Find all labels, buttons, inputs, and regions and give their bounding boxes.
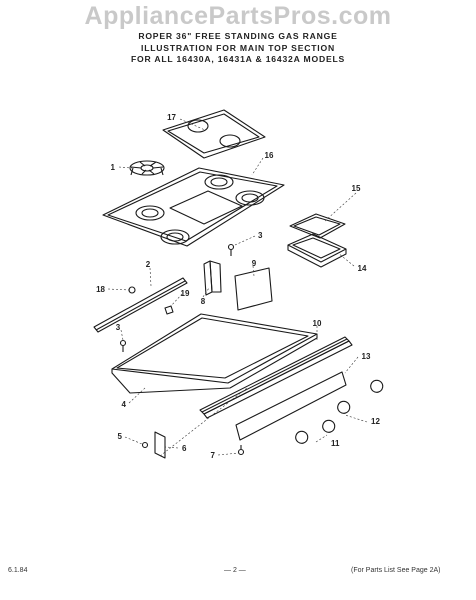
- footer-page-number: — 2 —: [224, 567, 246, 574]
- part-2-front-rail: [93, 277, 188, 333]
- footer-date: 6.1.84: [8, 567, 28, 574]
- part-6-panel-end: [154, 431, 166, 459]
- callout-17: 17: [167, 113, 176, 122]
- callout-8: 8: [201, 297, 206, 306]
- callout-18: 18: [96, 285, 105, 294]
- part-16-cooktop: [102, 167, 285, 247]
- part-14-griddle-pan: [287, 233, 347, 268]
- watermark-text: AppliancePartsPros.com: [84, 2, 392, 30]
- header-line-3: FOR ALL 16430A, 16431A & 16432A MODELS: [130, 54, 346, 64]
- callout-19: 19: [181, 289, 190, 298]
- callout-2: 2: [146, 260, 151, 269]
- part-19-clip: [164, 305, 174, 315]
- callout-15: 15: [352, 184, 361, 193]
- part-13-manifold-panel: [235, 371, 347, 441]
- part-10-front-trim: [199, 336, 353, 419]
- callout-7: 7: [211, 451, 216, 460]
- part-15-griddle-cover: [289, 213, 346, 239]
- part-5-screw: [141, 441, 149, 449]
- part-3-screw-upper: [227, 243, 235, 256]
- part-1-burner-grate: [129, 160, 165, 176]
- callout-13: 13: [362, 352, 371, 361]
- part-8-bracket: [203, 260, 222, 296]
- callout-10: 10: [313, 319, 322, 328]
- callout-11: 11: [331, 439, 340, 448]
- part-4-burner-box: [111, 313, 318, 394]
- part-11-12-control-knobs: [295, 379, 384, 444]
- callout-16: 16: [265, 151, 274, 160]
- header-line-2: ILLUSTRATION FOR MAIN TOP SECTION: [141, 42, 335, 53]
- diagram-header: ROPER 36" FREE STANDING GAS RANGE ILLUST…: [0, 31, 476, 66]
- callout-3-lower: 3: [116, 323, 121, 332]
- callout-1: 1: [111, 163, 116, 172]
- part-7-fastener: [237, 445, 245, 456]
- callout-14: 14: [358, 264, 367, 273]
- callout-12: 12: [371, 417, 380, 426]
- part-9-side-panel: [234, 267, 273, 311]
- callout-4: 4: [122, 400, 127, 409]
- part-3-screw-lower: [119, 339, 127, 352]
- header-line-1: ROPER 36" FREE STANDING GAS RANGE: [138, 31, 338, 41]
- callout-6: 6: [182, 444, 187, 453]
- part-17-top-grate: [162, 109, 266, 159]
- footer-parts-list-note: (For Parts List See Page 2A): [351, 567, 441, 574]
- callout-3-upper: 3: [258, 231, 263, 240]
- callout-5: 5: [118, 432, 123, 441]
- callout-9: 9: [252, 259, 257, 268]
